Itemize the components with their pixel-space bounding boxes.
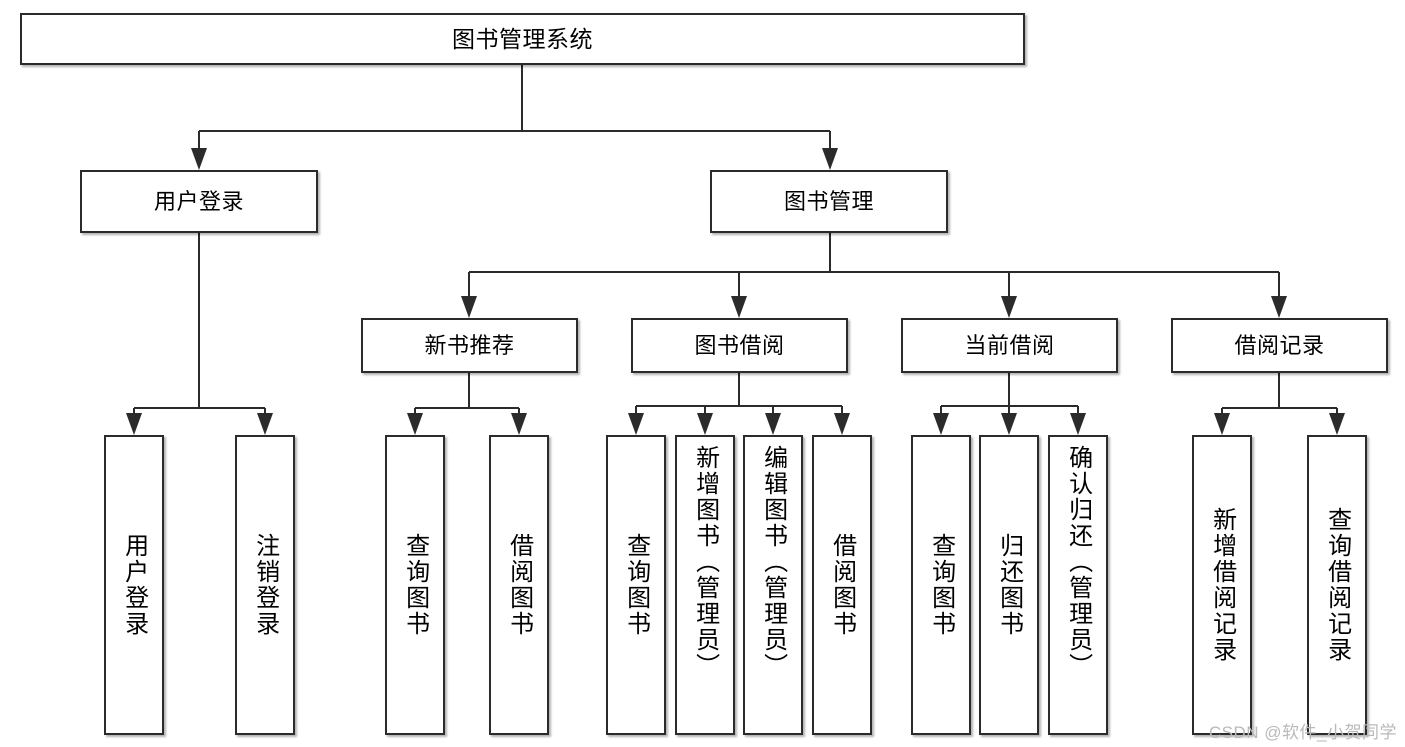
leaf-borrow-add-book-admin-label: 新增图书（管理员） xyxy=(691,445,719,679)
node-new-book-recommend-label: 新书推荐 xyxy=(424,332,515,358)
leaf-recommend-borrow-book[interactable]: 借阅图书 xyxy=(489,435,549,735)
leaf-recommend-query-book-label: 查询图书 xyxy=(401,533,429,637)
leaf-recommend-borrow-book-label: 借阅图书 xyxy=(505,533,533,637)
leaf-record-query-record-label: 查询借阅记录 xyxy=(1323,507,1351,663)
arrow-current-to-leaf2 xyxy=(1001,413,1017,435)
arrow-record-to-leaf2 xyxy=(1329,413,1345,435)
arrow-books-to-borrow xyxy=(731,296,747,318)
csdn-watermark: CSDN @软件_小贺同学 xyxy=(1208,723,1397,742)
node-book-borrow-label: 图书借阅 xyxy=(694,332,785,358)
arrow-current-to-leaf3 xyxy=(1070,413,1086,435)
node-borrow-record[interactable]: 借阅记录 xyxy=(1171,318,1388,373)
arrow-record-to-leaf1 xyxy=(1214,413,1230,435)
arrow-books-to-current xyxy=(1001,296,1017,318)
node-user-login-label: 用户登录 xyxy=(153,188,244,214)
leaf-current-confirm-return-admin-label: 确认归还（管理员） xyxy=(1064,445,1092,679)
leaf-record-add-record[interactable]: 新增借阅记录 xyxy=(1192,435,1252,735)
leaf-current-query-book[interactable]: 查询图书 xyxy=(911,435,971,735)
node-user-login[interactable]: 用户登录 xyxy=(80,170,318,233)
leaf-borrow-edit-book-admin-label: 编辑图书（管理员） xyxy=(759,445,787,679)
arrow-login-to-leaf2 xyxy=(257,413,273,435)
node-borrow-record-label: 借阅记录 xyxy=(1234,332,1325,358)
arrow-login-to-leaf1 xyxy=(126,413,142,435)
node-book-management-label: 图书管理 xyxy=(783,188,874,214)
leaf-borrow-borrow-book[interactable]: 借阅图书 xyxy=(812,435,872,735)
node-root-label: 图书管理系统 xyxy=(452,25,593,52)
leaf-borrow-edit-book-admin[interactable]: 编辑图书（管理员） xyxy=(743,435,803,735)
leaf-record-add-record-label: 新增借阅记录 xyxy=(1208,507,1236,663)
leaf-borrow-query-book[interactable]: 查询图书 xyxy=(606,435,666,735)
leaf-borrow-add-book-admin[interactable]: 新增图书（管理员） xyxy=(675,435,735,735)
leaf-current-return-book[interactable]: 归还图书 xyxy=(979,435,1039,735)
arrow-root-to-books xyxy=(822,148,838,170)
leaf-login-logout[interactable]: 注销登录 xyxy=(235,435,295,735)
arrow-books-to-record xyxy=(1271,296,1287,318)
leaf-recommend-query-book[interactable]: 查询图书 xyxy=(385,435,445,735)
arrow-books-to-recommend xyxy=(461,296,477,318)
leaf-borrow-borrow-book-label: 借阅图书 xyxy=(828,533,856,637)
arrow-borrow-to-leaf2 xyxy=(697,413,713,435)
arrow-root-to-login xyxy=(191,148,207,170)
arrow-borrow-to-leaf1 xyxy=(628,413,644,435)
arrow-borrow-to-leaf3 xyxy=(765,413,781,435)
node-root[interactable]: 图书管理系统 xyxy=(20,13,1025,65)
node-book-borrow[interactable]: 图书借阅 xyxy=(631,318,848,373)
node-current-borrow[interactable]: 当前借阅 xyxy=(901,318,1118,373)
arrow-current-to-leaf1 xyxy=(933,413,949,435)
leaf-current-confirm-return-admin[interactable]: 确认归还（管理员） xyxy=(1048,435,1108,735)
leaf-login-user-login[interactable]: 用户登录 xyxy=(104,435,164,735)
leaf-current-return-book-label: 归还图书 xyxy=(995,533,1023,637)
node-current-borrow-label: 当前借阅 xyxy=(964,332,1055,358)
arrow-recommend-to-leaf1 xyxy=(407,413,423,435)
leaf-login-user-login-label: 用户登录 xyxy=(120,533,148,637)
arrow-recommend-to-leaf2 xyxy=(511,413,527,435)
leaf-borrow-query-book-label: 查询图书 xyxy=(622,533,650,637)
node-book-management[interactable]: 图书管理 xyxy=(710,170,948,233)
leaf-current-query-book-label: 查询图书 xyxy=(927,533,955,637)
leaf-record-query-record[interactable]: 查询借阅记录 xyxy=(1307,435,1367,735)
leaf-login-logout-label: 注销登录 xyxy=(251,533,279,637)
node-new-book-recommend[interactable]: 新书推荐 xyxy=(361,318,578,373)
arrow-borrow-to-leaf4 xyxy=(834,413,850,435)
